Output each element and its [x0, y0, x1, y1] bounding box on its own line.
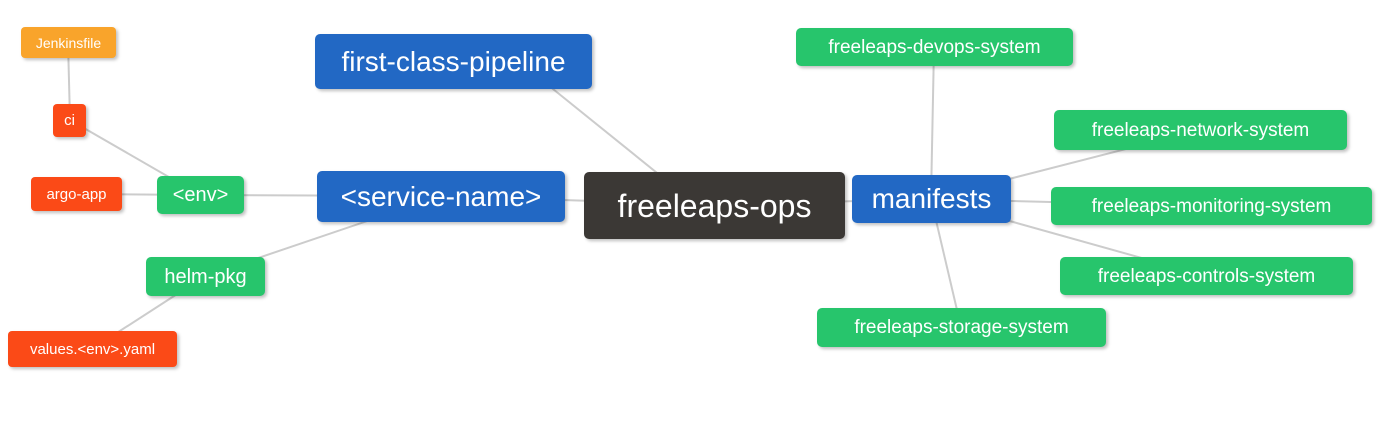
node-env[interactable]: <env>: [157, 176, 244, 214]
node-ci[interactable]: ci: [53, 104, 86, 137]
node-helm-pkg[interactable]: helm-pkg: [146, 257, 265, 296]
node-freeleaps-controls-system[interactable]: freeleaps-controls-system: [1060, 257, 1353, 295]
node-freeleaps-ops-root[interactable]: freeleaps-ops: [584, 172, 845, 239]
node-freeleaps-network-system[interactable]: freeleaps-network-system: [1054, 110, 1347, 150]
node-jenkinsfile[interactable]: Jenkinsfile: [21, 27, 116, 58]
node-values-env-yaml[interactable]: values.<env>.yaml: [8, 331, 177, 367]
edge-pipeline-freeleaps-ops: [547, 84, 673, 186]
edge-manifests-devops: [930, 46, 935, 200]
node-manifests[interactable]: manifests: [852, 175, 1011, 223]
node-freeleaps-devops-system[interactable]: freeleaps-devops-system: [796, 28, 1073, 66]
node-freeleaps-storage-system[interactable]: freeleaps-storage-system: [817, 308, 1106, 347]
node-first-class-pipeline[interactable]: first-class-pipeline: [315, 34, 592, 89]
node-freeleaps-monitoring-system[interactable]: freeleaps-monitoring-system: [1051, 187, 1372, 225]
node-argo-app[interactable]: argo-app: [31, 177, 122, 211]
node-service-name[interactable]: <service-name>: [317, 171, 565, 222]
